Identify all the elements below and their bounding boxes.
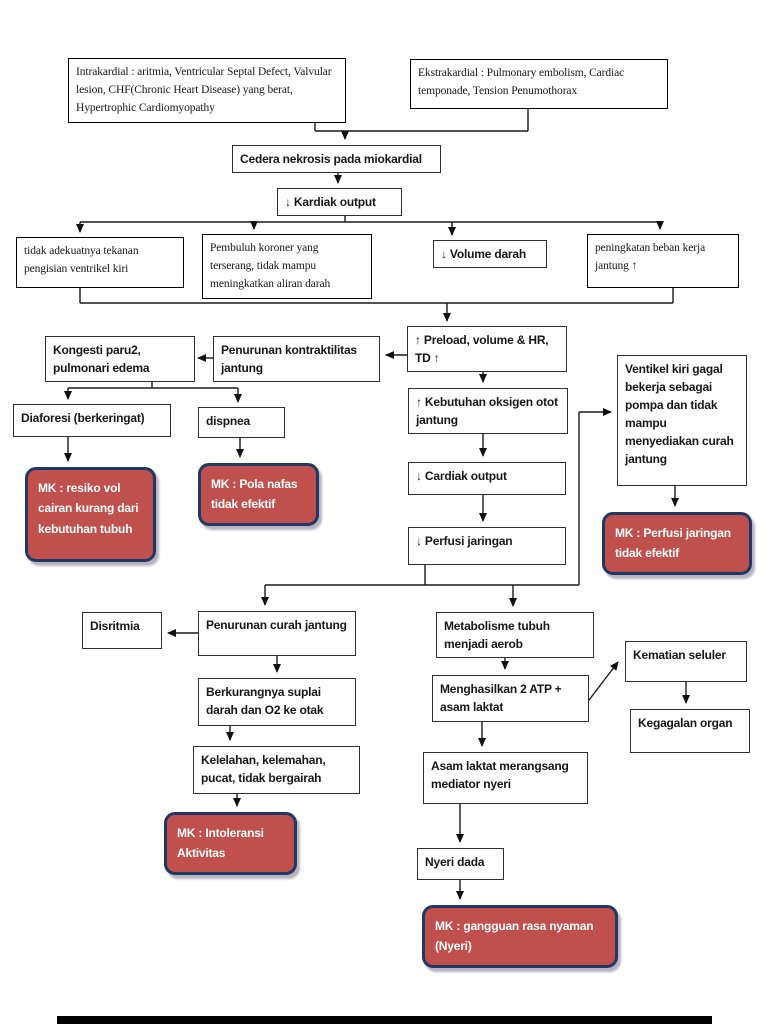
node-kegagalan-organ: Kegagalan organ bbox=[630, 709, 750, 753]
edge-kardiak-bus bbox=[80, 215, 660, 223]
node-preload: ↑ Preload, volume & HR, TD ↑ bbox=[407, 326, 567, 372]
node-diaforesi: Diaforesi (berkeringat) bbox=[13, 404, 171, 437]
node-berkurangnya-suplai: Berkurangnya suplai darah dan O2 ke otak bbox=[198, 678, 356, 726]
node-ventikel-kiri: Ventikel kiri gagal bekerja sebagai pomp… bbox=[617, 355, 747, 486]
scan-edge-bar bbox=[57, 1016, 712, 1024]
node-disritmia: Disritmia bbox=[82, 612, 162, 649]
node-penurunan-curah: Penurunan curah jantung bbox=[198, 611, 356, 656]
node-peningkatan-beban: peningkatan beban kerja jantung ↑ bbox=[587, 234, 739, 288]
node-perfusi-jaringan: ↓ Perfusi jaringan bbox=[408, 527, 566, 565]
node-kardiak-output: ↓ Kardiak output bbox=[277, 188, 402, 216]
node-mk-pola-nafas: MK : Pola nafas tidak efektif bbox=[198, 463, 319, 526]
node-nyeri-dada: Nyeri dada bbox=[417, 848, 504, 880]
node-cardiak-output: ↓ Cardiak output bbox=[408, 462, 566, 495]
edge-perfusi-bus bbox=[265, 412, 580, 586]
node-kelelahan: Kelelahan, kelemahan, pucat, tidak berga… bbox=[193, 746, 360, 794]
node-kongesti-paru: Kongesti paru2, pulmonari edema bbox=[45, 336, 195, 382]
node-kematian-seluler: Kematian seluler bbox=[625, 641, 747, 682]
node-penurunan-kontraktilitas: Penurunan kontraktilitas jantung bbox=[213, 336, 380, 382]
edge-kongesti-bus bbox=[68, 381, 238, 389]
node-mk-resiko-cairan: MK : resiko vol cairan kurang dari kebut… bbox=[25, 467, 156, 562]
node-cedera-nekrosis: Cedera nekrosis pada miokardial bbox=[232, 145, 441, 173]
node-intrakardial: Intrakardial : aritmia, Ventricular Sept… bbox=[68, 58, 346, 124]
node-mk-gangguan-nyaman: MK : gangguan rasa nyaman (Nyeri) bbox=[422, 905, 618, 968]
edge-top-bus bbox=[314, 109, 529, 132]
node-tidak-adekuatnya: tidak adekuatnya tekanan pengisian ventr… bbox=[16, 237, 184, 288]
node-dispnea: dispnea bbox=[198, 407, 285, 438]
node-mk-perfusi: MK : Perfusi jaringan tidak efektif bbox=[602, 512, 752, 575]
node-ekstrakardial: Ekstrakardial : Pulmonary embolism, Card… bbox=[410, 59, 668, 109]
node-metabolisme: Metabolisme tubuh menjadi aerob bbox=[436, 612, 594, 658]
node-pembuluh-koroner: Pembuluh koroner yang terserang, tidak m… bbox=[202, 234, 372, 300]
node-kebutuhan-oksigen: ↑ Kebutuhan oksigen otot jantung bbox=[408, 388, 568, 434]
edge-to-kematian bbox=[585, 661, 619, 705]
edge-preload-bus bbox=[79, 288, 674, 304]
node-menghasilkan-atp: Menghasilkan 2 ATP + asam laktat bbox=[432, 675, 589, 722]
node-volume-darah: ↓ Volume darah bbox=[433, 240, 547, 268]
node-mk-intoleransi: MK : Intoleransi Aktivitas bbox=[164, 812, 297, 875]
node-asam-laktat: Asam laktat merangsang mediator nyeri bbox=[423, 752, 588, 804]
